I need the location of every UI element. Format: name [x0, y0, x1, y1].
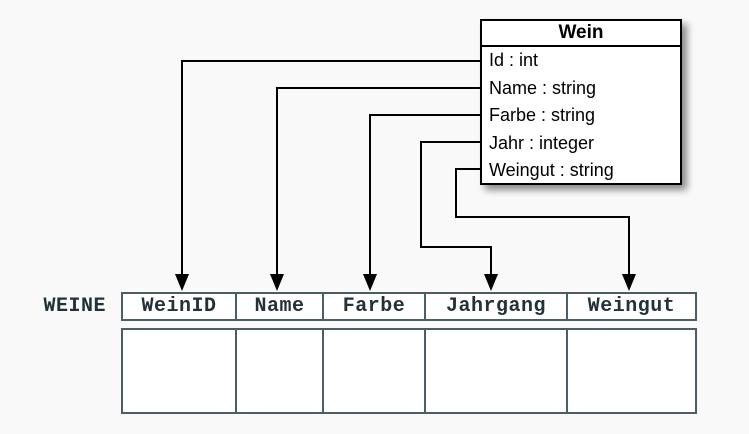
class-attribute-name: Name : string: [489, 77, 597, 98]
table-header-row: WeinID Name Farbe Jahrgang Weingut: [121, 292, 697, 321]
connector-jahr-to-jahrgang: [420, 141, 492, 276]
arrowhead-weinid-icon: [175, 274, 189, 291]
arrowhead-weingut-icon: [622, 274, 636, 291]
connector-name-to-name: [276, 87, 480, 276]
empty-cell-weinid: [123, 330, 237, 412]
arrowhead-farbe-icon: [363, 274, 377, 291]
table-empty-row: [121, 328, 697, 414]
class-title: Wein: [482, 21, 680, 47]
connector-farbe-to-farbe: [369, 114, 480, 276]
connector-weingut-to-weingut: [455, 168, 630, 276]
class-attribute-farbe: Farbe : string: [489, 105, 596, 126]
column-header-jahrgang: Jahrgang: [426, 294, 568, 319]
arrowhead-jahrgang-icon: [484, 274, 498, 291]
empty-cell-jahrgang: [426, 330, 568, 412]
column-header-name: Name: [237, 294, 324, 319]
class-attribute-weingut: Weingut : string: [489, 160, 614, 181]
empty-cell-name: [237, 330, 324, 412]
arrowhead-name-icon: [270, 274, 284, 291]
column-header-weingut: Weingut: [587, 295, 676, 318]
column-header-farbe: Farbe: [324, 294, 426, 319]
table-name-label: WEINE: [43, 295, 106, 318]
class-attribute-id: Id : int: [489, 50, 539, 70]
empty-cell-weingut: [568, 330, 695, 412]
class-attribute-list: Id : int Name : string Farbe : string Ja…: [482, 47, 680, 185]
column-header-weinid: WeinID: [123, 294, 237, 319]
connector-id-to-weinid: [181, 60, 480, 276]
empty-cell-farbe: [324, 330, 426, 412]
class-attribute-jahr: Jahr : integer: [489, 132, 595, 153]
uml-class-box-wein: Wein Id : int Name : string Farbe : stri…: [480, 19, 682, 185]
